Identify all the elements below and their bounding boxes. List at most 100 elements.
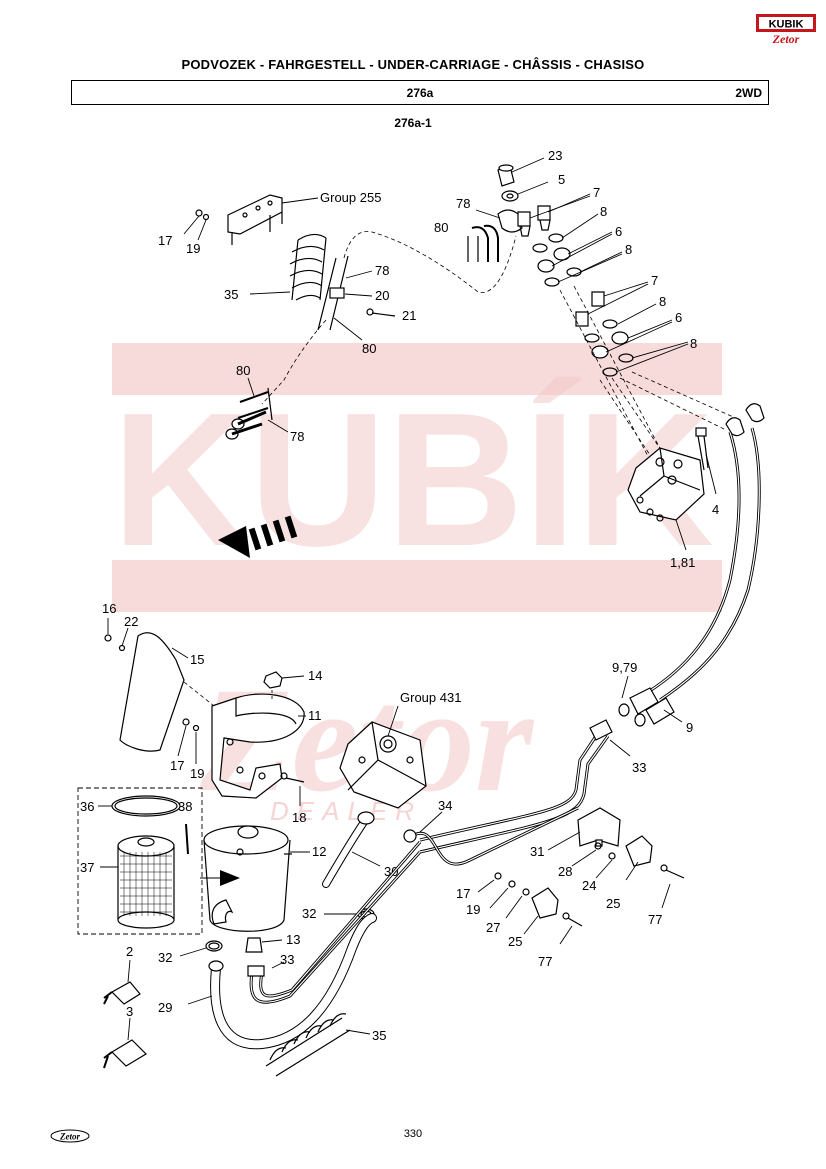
callout-17-left: 17 xyxy=(170,758,184,773)
filter-kit-box xyxy=(77,787,203,935)
callout-35-top: 35 xyxy=(224,287,238,302)
watermark-kubik-text: KUBÍK xyxy=(112,374,714,586)
filter-element-37 xyxy=(117,835,175,929)
callout-78-left: 78 xyxy=(290,429,304,444)
callout-35-bottom: 35 xyxy=(372,1028,386,1043)
callout-20: 20 xyxy=(375,288,389,303)
callout-7-top: 7 xyxy=(593,185,600,200)
pipe-33-left xyxy=(247,841,422,1004)
callout-27: 27 xyxy=(486,920,500,935)
callout-80-left: 80 xyxy=(236,363,250,378)
zetor-small-text: Zetor xyxy=(59,1132,80,1142)
bolt-4 xyxy=(695,427,709,471)
callout-33-left: 33 xyxy=(280,952,294,967)
elbow-78-80-right xyxy=(467,209,523,262)
callout-77-left: 77 xyxy=(538,954,552,969)
callout-8-mid: 8 xyxy=(659,294,666,309)
callout-36: 36 xyxy=(80,799,94,814)
bolt-77-left xyxy=(562,912,583,927)
banjo-bolts-7-mid xyxy=(575,291,605,327)
hose-ends-80-78 xyxy=(225,387,273,440)
callout-1-81: 1,81 xyxy=(670,555,695,570)
callout-25-right: 25 xyxy=(606,896,620,911)
block-25-left xyxy=(531,887,559,919)
clamp-32-left xyxy=(205,940,223,952)
hose-clamp-20 xyxy=(317,255,396,331)
washer-5 xyxy=(501,190,519,202)
sensor-2 xyxy=(103,981,141,1005)
callout-37: 37 xyxy=(80,860,94,875)
callout-3: 3 xyxy=(126,1004,133,1019)
callout-34: 34 xyxy=(438,798,452,813)
label-group431: Group 431 xyxy=(400,690,461,705)
callout-28: 28 xyxy=(558,864,572,879)
pin-38 xyxy=(185,823,189,855)
section-code: 276a xyxy=(406,86,434,100)
washers-8-6-top xyxy=(532,233,582,287)
bracket-group255 xyxy=(227,194,283,245)
callout-9: 9 xyxy=(686,720,693,735)
callout-80-top: 80 xyxy=(362,341,376,356)
banjo-bolts-7-top xyxy=(517,205,551,237)
callout-15: 15 xyxy=(190,652,204,667)
page-number: 330 xyxy=(403,1128,423,1140)
washers-17-19-27 xyxy=(494,872,530,896)
callout-32-right: 32 xyxy=(302,906,316,921)
elbow-tank-outlet xyxy=(211,899,234,925)
bolt-16-22 xyxy=(104,634,126,652)
page-title: PODVOZEK - FAHRGESTELL - UNDER-CARRIAGE … xyxy=(181,57,645,72)
bracket-31 xyxy=(577,807,621,847)
callout-14: 14 xyxy=(308,668,322,683)
callout-19-top: 19 xyxy=(186,241,200,256)
pipe-34 xyxy=(403,806,579,866)
callout-8-mid2: 8 xyxy=(690,336,697,351)
callout-8-top: 8 xyxy=(600,204,607,219)
callout-24: 24 xyxy=(582,878,596,893)
direction-arrow xyxy=(218,515,298,558)
callout-5: 5 xyxy=(558,172,565,187)
diagram-subtitle: 276a-1 xyxy=(394,116,432,130)
cover-15 xyxy=(119,632,185,752)
callout-78-right: 78 xyxy=(456,196,470,211)
fitting-23 xyxy=(497,164,515,187)
callout-2: 2 xyxy=(126,944,133,959)
callout-17-mid: 17 xyxy=(456,886,470,901)
bolt-18 xyxy=(280,772,305,783)
callout-8-top2: 8 xyxy=(625,242,632,257)
spiral-protector-35-bottom xyxy=(265,1013,351,1077)
o-ring-36 xyxy=(111,795,181,817)
callout-6-mid: 6 xyxy=(675,310,682,325)
bracket-11 xyxy=(211,693,305,799)
callout-23: 23 xyxy=(548,148,562,163)
callout-33-right: 33 xyxy=(632,760,646,775)
callout-7-mid: 7 xyxy=(651,273,658,288)
fitting-13 xyxy=(245,937,263,953)
washers-28-24 xyxy=(594,842,616,860)
kubik-zetor-logo: KUBIK Zetor xyxy=(756,14,816,46)
callout-17-top: 17 xyxy=(158,233,172,248)
label-group255: Group 255 xyxy=(320,190,381,205)
zetor-small-logo: Zetor xyxy=(50,1129,90,1143)
flow-arrow xyxy=(220,870,240,886)
bolt-17-19-top xyxy=(183,209,210,241)
hose-29 xyxy=(208,913,377,1050)
callout-29: 29 xyxy=(158,1000,172,1015)
steering-unit-1-81 xyxy=(627,447,705,522)
callout-38: 38 xyxy=(178,799,192,814)
callout-21: 21 xyxy=(402,308,416,323)
callout-25-left: 25 xyxy=(508,934,522,949)
nut-14 xyxy=(263,671,283,689)
oil-tank-12 xyxy=(203,825,292,932)
hose-30 xyxy=(322,811,375,888)
spiral-protector-35-top xyxy=(289,233,327,301)
callout-6-top: 6 xyxy=(615,224,622,239)
callout-18: 18 xyxy=(292,810,306,825)
callout-19-left: 19 xyxy=(190,766,204,781)
callout-13: 13 xyxy=(286,932,300,947)
callout-22: 22 xyxy=(124,614,138,629)
sensor-3 xyxy=(103,1039,147,1069)
section-header-box: 276a 2WD xyxy=(71,80,769,105)
callout-31: 31 xyxy=(530,844,544,859)
